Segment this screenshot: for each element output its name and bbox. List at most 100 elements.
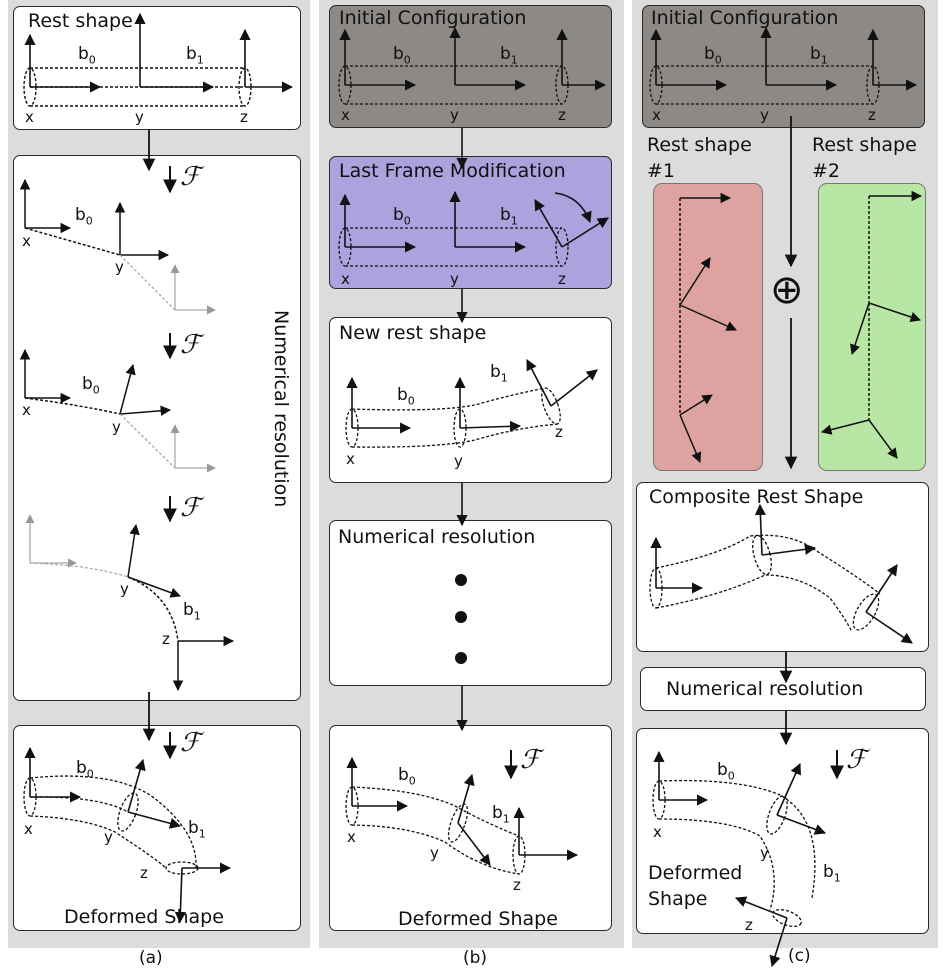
ellipsis-dots xyxy=(455,574,467,664)
label-x: x xyxy=(653,823,662,841)
label-z: z xyxy=(162,630,170,648)
label-x: x xyxy=(341,270,350,288)
composite-frames-c xyxy=(650,503,913,644)
label-b0: b0 xyxy=(76,758,94,781)
deformed-frames-a xyxy=(24,746,232,924)
force-symbol: ℱ xyxy=(180,330,201,360)
rest-shape-2-frames xyxy=(820,190,923,459)
resolution-step-2-ghost xyxy=(119,413,216,473)
deformed-frames-b xyxy=(346,756,579,866)
label-y: y xyxy=(430,844,439,862)
connectors-c xyxy=(779,116,798,746)
force-symbol: ℱ xyxy=(846,745,867,775)
new-rest-frames-b xyxy=(346,359,598,434)
new-rest-shape-title: New rest shape xyxy=(339,322,487,344)
initial-configuration-title-c: Initial Configuration xyxy=(651,7,839,29)
label-b0: b0 xyxy=(397,385,415,408)
rest-shape-2-number: #2 xyxy=(812,160,841,182)
force-symbol: ℱ xyxy=(180,493,201,523)
initial-configuration-title-b: Initial Configuration xyxy=(339,7,527,29)
rest-shape-frames-a xyxy=(24,12,294,93)
label-y: y xyxy=(115,258,124,276)
rest-shape-1-frames xyxy=(679,192,737,463)
numerical-resolution-box-a xyxy=(13,155,301,701)
label-x: x xyxy=(346,450,355,468)
resolution-step-3 xyxy=(127,523,235,692)
new-rest-shape-box xyxy=(329,317,612,483)
label-x: x xyxy=(341,106,350,124)
composite-rod-c xyxy=(649,534,881,633)
label-z: z xyxy=(555,423,563,441)
composite-rest-shape-title: Composite Rest Shape xyxy=(649,486,864,508)
label-y: y xyxy=(120,580,129,598)
caption-c: (c) xyxy=(788,946,811,966)
initial-frames-b xyxy=(339,26,607,91)
rest-shape-2-title: Rest shape xyxy=(812,134,917,156)
numerical-resolution-box-c xyxy=(640,667,926,711)
label-b0: b0 xyxy=(75,205,93,228)
label-b0: b0 xyxy=(704,44,722,67)
last-frame-modification-box xyxy=(329,156,612,289)
caption-b: (b) xyxy=(463,948,488,968)
label-b1: b1 xyxy=(188,818,206,841)
label-x: x xyxy=(652,106,661,124)
numerical-resolution-vertical-label: Numerical resolution xyxy=(270,310,292,508)
label-x: x xyxy=(24,820,33,838)
deformed-frames-c xyxy=(653,750,827,968)
label-x: x xyxy=(22,232,31,250)
deformed-shape-title-b: Deformed Shape xyxy=(398,908,558,930)
label-y: y xyxy=(104,828,113,846)
new-rest-rod-b xyxy=(345,387,561,448)
label-y: y xyxy=(760,844,769,862)
label-b0: b0 xyxy=(398,765,416,788)
deformed-shape-box-c xyxy=(636,728,929,934)
label-z: z xyxy=(868,106,876,124)
label-b1: b1 xyxy=(500,205,518,228)
label-x: x xyxy=(22,401,31,419)
label-y: y xyxy=(112,418,121,436)
label-x: x xyxy=(347,828,356,846)
resolution-step-2 xyxy=(19,348,172,416)
deformed-rod-a xyxy=(23,775,199,875)
label-z: z xyxy=(745,916,753,934)
resolution-step-1 xyxy=(19,178,170,261)
deformed-shape-title-a: Deformed Shape xyxy=(64,906,224,928)
label-z: z xyxy=(140,864,148,882)
numerical-resolution-title-b: Numerical resolution xyxy=(338,526,536,548)
label-b0: b0 xyxy=(717,760,735,783)
label-b1: b1 xyxy=(823,862,841,885)
deformed-shape-title-c-line2: Shape xyxy=(648,888,708,910)
force-symbol: ℱ xyxy=(180,728,201,758)
rest-shape-1-box xyxy=(653,183,763,471)
deformed-shape-title-c-line1: Deformed xyxy=(648,862,743,884)
force-symbol: ℱ xyxy=(180,162,201,192)
rest-shape-title: Rest shape xyxy=(28,10,133,32)
force-symbol: ℱ xyxy=(520,745,541,775)
modified-frames-b xyxy=(339,190,609,253)
plus-symbol: ⊕ xyxy=(770,267,804,313)
label-b0: b0 xyxy=(393,44,411,67)
label-b0: b0 xyxy=(393,205,411,228)
initial-frames-c xyxy=(650,26,918,91)
label-b1: b1 xyxy=(810,44,828,67)
label-y: y xyxy=(135,108,144,126)
label-z: z xyxy=(558,106,566,124)
label-x: x xyxy=(25,108,34,126)
label-b1: b1 xyxy=(490,362,508,385)
label-b0: b0 xyxy=(78,44,96,67)
deformed-shape-box-a xyxy=(13,725,301,931)
label-y: y xyxy=(450,270,459,288)
resolution-step-3-ghost xyxy=(25,514,129,578)
label-z: z xyxy=(513,876,521,894)
deformed-shape-box-b xyxy=(329,725,612,931)
label-z: z xyxy=(240,108,248,126)
label-b0: b0 xyxy=(82,374,100,397)
label-y: y xyxy=(760,106,769,124)
label-y: y xyxy=(450,106,459,124)
composite-rest-shape-box xyxy=(636,482,929,652)
label-z: z xyxy=(558,270,566,288)
caption-a: (a) xyxy=(139,948,163,968)
label-b1: b1 xyxy=(492,803,510,826)
